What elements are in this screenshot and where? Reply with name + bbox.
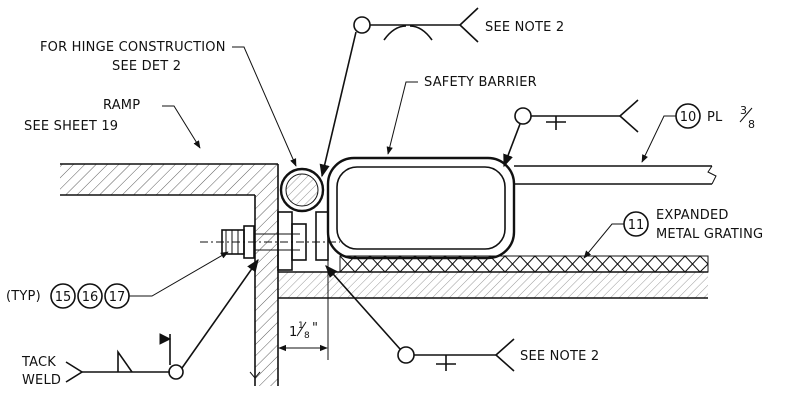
see-note-top: SEE NOTE 2 xyxy=(485,20,564,35)
hinge-assembly xyxy=(277,167,329,271)
metal-grating-label: METAL GRATING xyxy=(656,227,763,242)
svg-text:15: 15 xyxy=(55,290,72,305)
plate xyxy=(514,165,717,185)
callout-10: 10 xyxy=(641,103,701,163)
weld-symbol-barrier xyxy=(503,99,639,168)
safety-barrier-label: SAFETY BARRIER xyxy=(424,75,537,90)
dim-whole: 1 xyxy=(289,325,297,340)
svg-text:11: 11 xyxy=(628,218,645,233)
tack-label: TACK xyxy=(21,355,56,370)
pl-frac-den: 8 xyxy=(748,118,755,131)
callout-16: 16 xyxy=(77,283,103,309)
dim-frac-num: 1 xyxy=(298,321,304,331)
tack-weld-symbol xyxy=(65,258,259,383)
weld-label: WELD xyxy=(22,373,61,388)
pl-frac-num: 3 xyxy=(740,104,747,117)
expanded-label: EXPANDED xyxy=(656,208,729,223)
pl-label: PL xyxy=(707,110,723,125)
see-note-bottom: SEE NOTE 2 xyxy=(520,349,599,364)
ramp-label: RAMP xyxy=(103,98,140,113)
typ-label: (TYP) xyxy=(6,289,41,304)
callout-15: 15 xyxy=(50,283,76,309)
callout-11: 11 xyxy=(583,211,649,259)
hinge-note-line1: FOR HINGE CONSTRUCTION xyxy=(40,40,226,55)
ramp-sheet-label: SEE SHEET 19 xyxy=(24,119,118,134)
bolt xyxy=(200,225,340,259)
svg-text:16: 16 xyxy=(82,290,99,305)
safety-barrier xyxy=(326,156,516,260)
callout-17: 17 xyxy=(104,283,130,309)
dim-inch: " xyxy=(312,321,318,336)
ramp-structure xyxy=(60,163,279,386)
weld-symbol-top xyxy=(319,7,479,178)
svg-text:10: 10 xyxy=(680,110,697,125)
svg-text:17: 17 xyxy=(109,290,126,305)
hinge-note-line2: SEE DET 2 xyxy=(112,59,181,74)
weld-symbol-bottom xyxy=(325,265,515,372)
dim-frac-den: 8 xyxy=(304,331,310,341)
